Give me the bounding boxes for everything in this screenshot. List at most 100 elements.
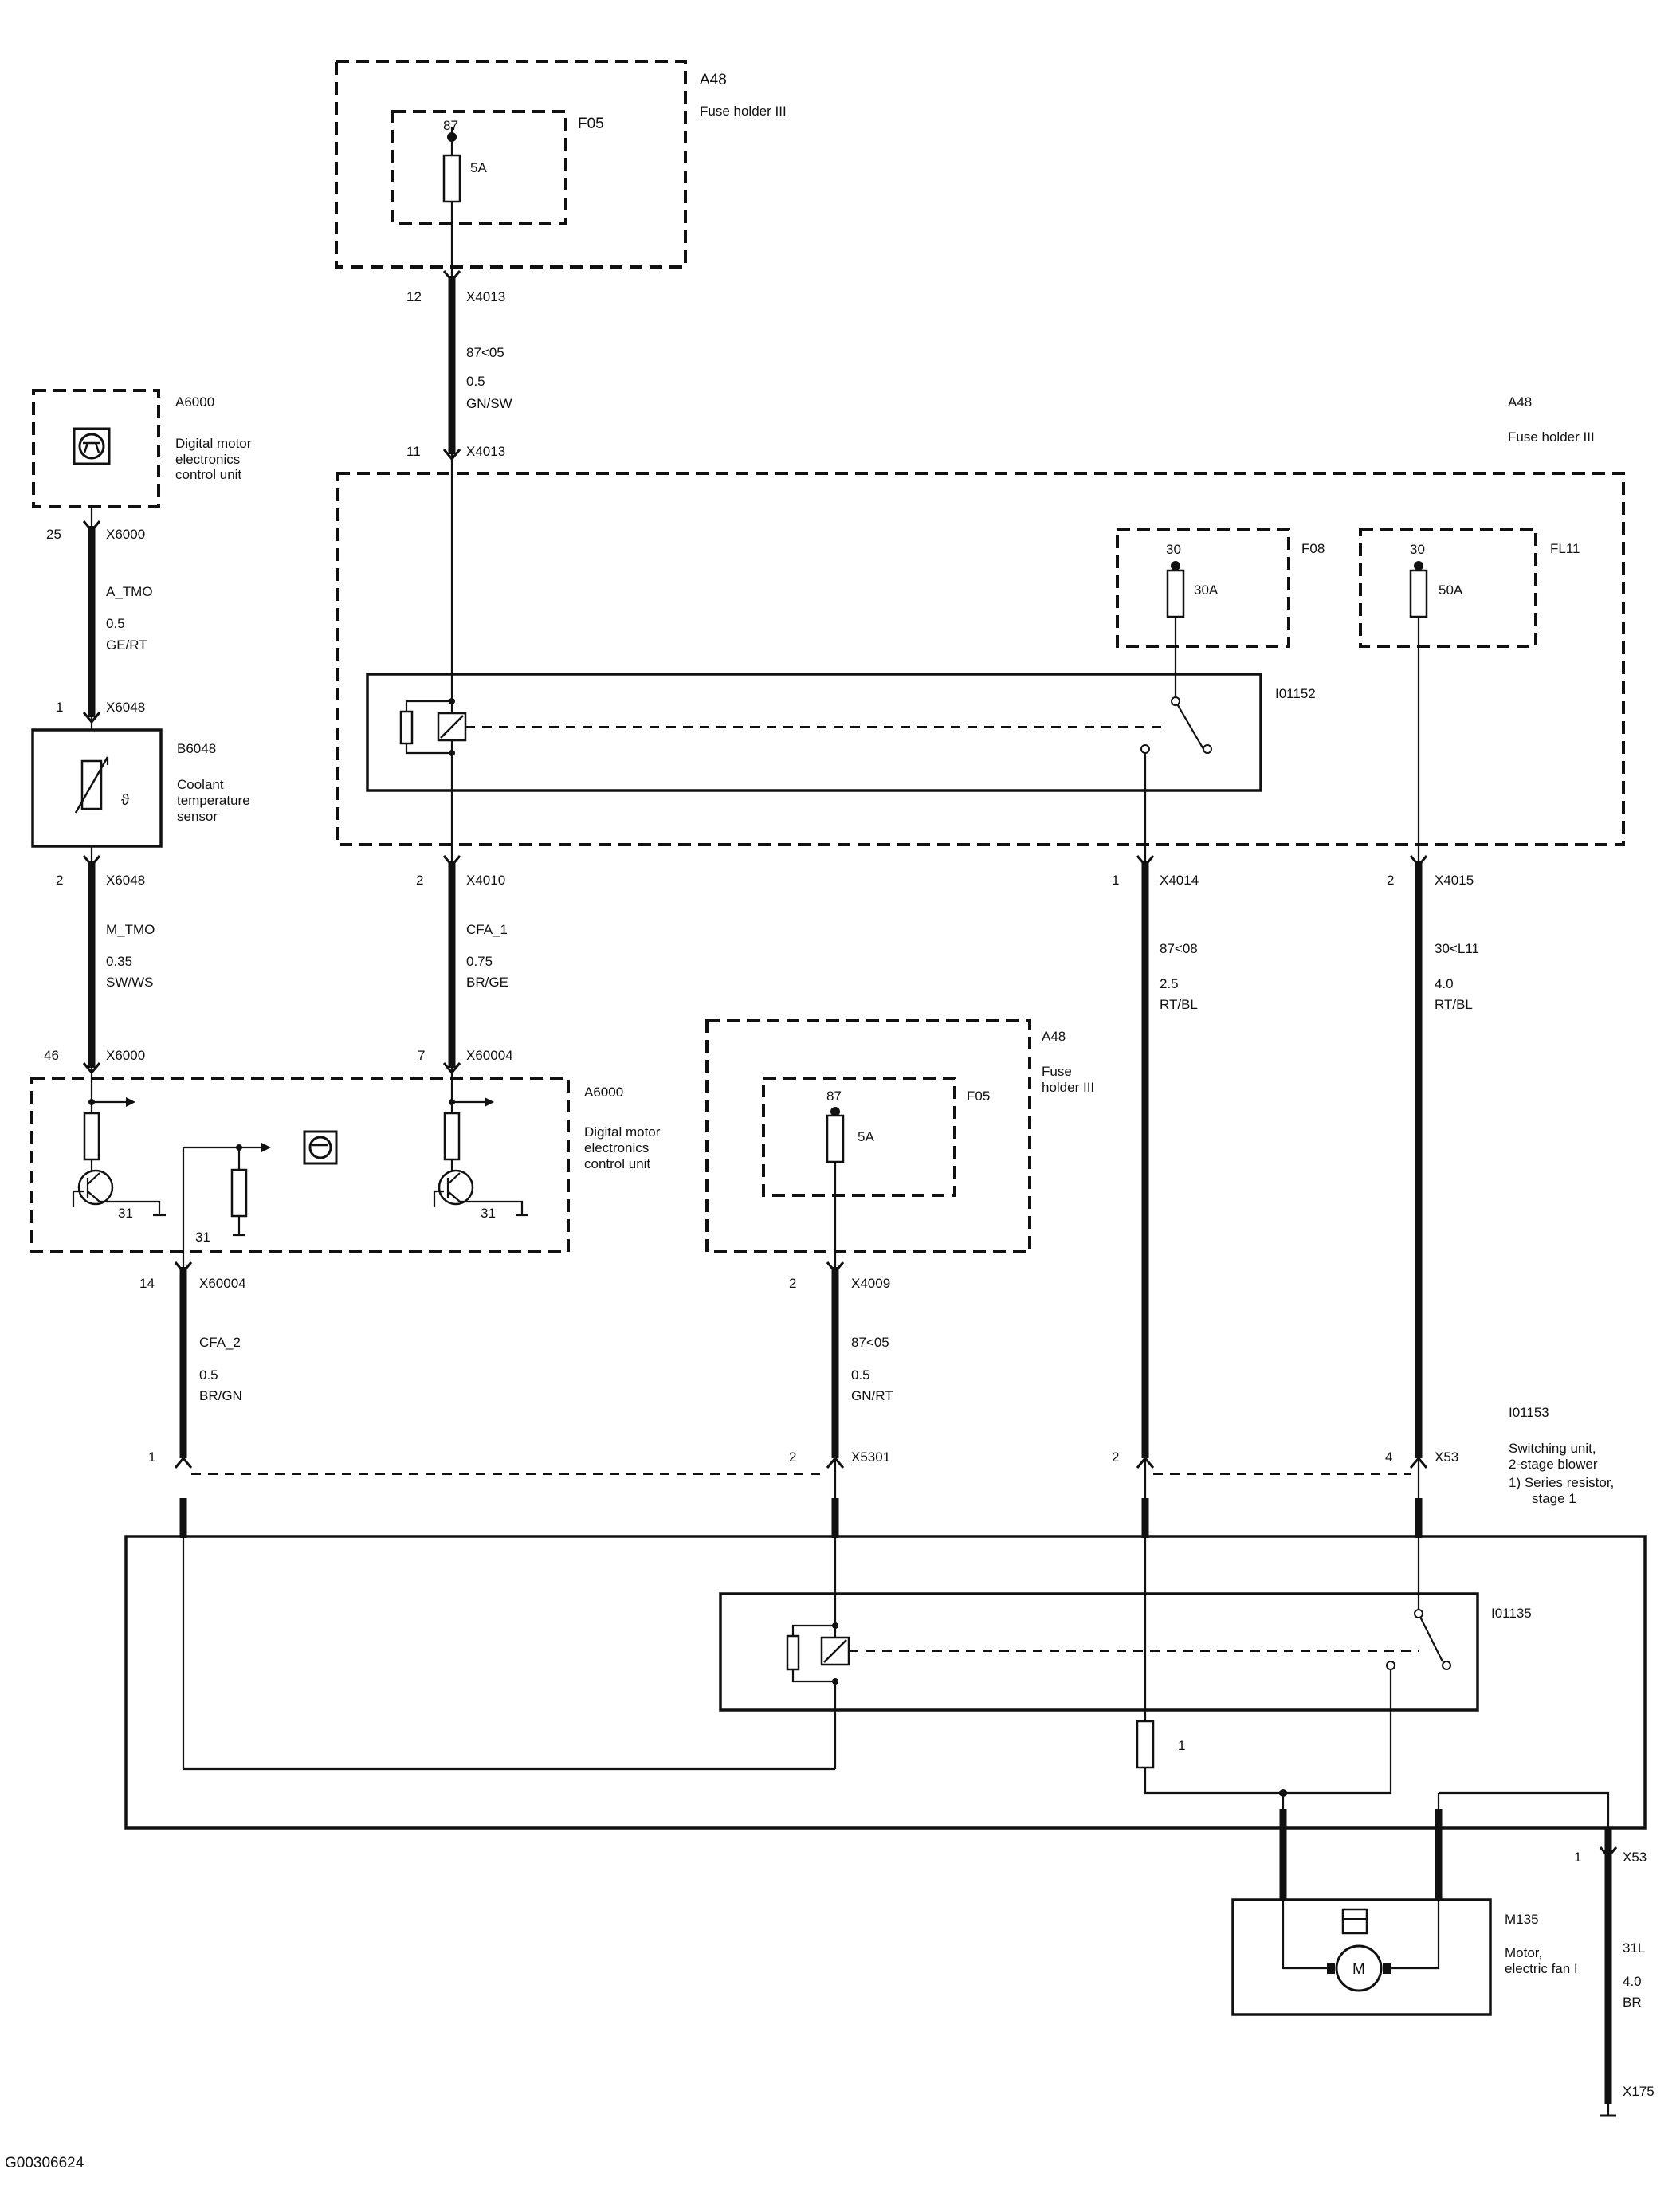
- x4009-pin: 2: [789, 1276, 796, 1291]
- figure-id: G00306624: [5, 2155, 84, 2171]
- w1-circuit: 87<05: [466, 345, 504, 360]
- relay-i01135-box: [719, 1592, 1479, 1712]
- m135-name-1: Motor,: [1505, 1945, 1542, 1960]
- connector-chevrons: [82, 270, 1618, 1859]
- w-cfa1-size: 0.75: [466, 954, 493, 969]
- a48-right-box: [336, 472, 1625, 846]
- wire-motor-inner: [1282, 1900, 1327, 1970]
- x53-bot-pin: 1: [1574, 1850, 1581, 1865]
- b6048-name-1: Coolant: [177, 777, 224, 792]
- x6000-top-pin: 25: [46, 527, 61, 542]
- a48-right-name: Fuse holder III: [1508, 430, 1595, 445]
- fuse-f08-terminal: [1171, 561, 1180, 571]
- x4015: X4015: [1435, 873, 1474, 888]
- fuse-f08: [1166, 569, 1185, 618]
- w-87-08-circuit: 87<08: [1160, 941, 1198, 956]
- f05-mid-rating: 5A: [858, 1129, 874, 1144]
- f05-top-pin: 87: [443, 118, 458, 133]
- series-resistor: [1136, 1720, 1155, 1769]
- x4010: X4010: [466, 873, 505, 888]
- a6000-mid-id: A6000: [584, 1085, 623, 1100]
- w-87-08-size: 2.5: [1160, 976, 1179, 991]
- svg-text:ϑ: ϑ: [121, 792, 130, 809]
- fuse-f05-top-terminal: [447, 132, 457, 142]
- w1-color: GN/SW: [466, 396, 512, 411]
- f08-rating: 30A: [1194, 583, 1219, 598]
- wire-motor-inner-b: [1391, 1900, 1440, 1970]
- coolant-sensor-symbol: ϑ: [74, 756, 130, 814]
- resistor-note: 1: [1178, 1738, 1185, 1753]
- a6000-top-box: [32, 389, 160, 508]
- w-30-l11-circuit: 30<L11: [1435, 941, 1479, 956]
- w-cfa1-circuit: CFA_1: [466, 922, 508, 937]
- gnd-31-b: 31: [195, 1230, 210, 1245]
- ecu-icon-top: [73, 427, 111, 465]
- w-31l-color: BR: [1623, 1995, 1642, 2010]
- a48-mid-name-1: Fuse: [1042, 1064, 1072, 1079]
- b6048-name-2: temperature: [177, 793, 250, 808]
- a48-mid-name-2: holder III: [1042, 1080, 1094, 1095]
- f08-box: [1116, 528, 1290, 648]
- a6000-top-name-1: Digital motor: [175, 436, 252, 451]
- junction-dot: [1279, 1789, 1287, 1797]
- a6000-mid-name-2: electronics: [584, 1140, 649, 1155]
- x6048-top-pin: 1: [56, 700, 63, 715]
- relay-i01135: [786, 1609, 1451, 1685]
- x6048-bot-pin: 2: [56, 873, 63, 888]
- i01153-note-2: stage 1: [1532, 1491, 1576, 1506]
- x6000-bot-pin: 46: [44, 1048, 59, 1063]
- w-31l-size: 4.0: [1623, 1974, 1642, 1989]
- w-mtmo-color: SW/WS: [106, 975, 154, 990]
- x60004-bot-pin: 14: [139, 1276, 155, 1291]
- wire-motor-right: [1439, 1791, 1610, 1828]
- x6048-top: X6048: [106, 700, 145, 715]
- x4013-top: X4013: [466, 289, 505, 304]
- x4013-bot: X4013: [466, 444, 505, 459]
- w-31l-circuit: 31L: [1623, 1940, 1645, 1956]
- w-87-05-b-size: 0.5: [851, 1367, 870, 1383]
- f05-mid-id: F05: [967, 1089, 990, 1104]
- w-30-l11-color: RT/BL: [1435, 997, 1473, 1012]
- a6000-top-name-2: electronics: [175, 452, 240, 467]
- a6000-top-id: A6000: [175, 394, 214, 410]
- x53-pin-2: 2: [1112, 1450, 1119, 1465]
- x5301-pin-2: 2: [789, 1450, 796, 1465]
- x6048-bot: X6048: [106, 873, 145, 888]
- i01153-name-1: Switching unit,: [1509, 1441, 1596, 1456]
- w-atmo-circuit: A_TMO: [106, 584, 153, 599]
- i01152-label: I01152: [1275, 686, 1316, 701]
- fuse-f05-top: [442, 154, 461, 203]
- a48-right-id: A48: [1508, 394, 1532, 410]
- w-87-05-b-color: GN/RT: [851, 1388, 893, 1403]
- i01153-id: I01153: [1509, 1405, 1549, 1420]
- b6048-box: [31, 728, 163, 848]
- fl11-box: [1359, 528, 1537, 648]
- motor-symbol: [1327, 1908, 1391, 1992]
- a6000-top-name-3: control unit: [175, 467, 241, 482]
- i01153-name-2: 2-stage blower: [1509, 1457, 1598, 1472]
- f08-pin: 30: [1166, 542, 1181, 557]
- fl11-pin: 30: [1410, 542, 1425, 557]
- x4013-bot-pin: 11: [406, 444, 421, 459]
- w-mtmo-circuit: M_TMO: [106, 922, 155, 937]
- x175-label: X175: [1623, 2084, 1654, 2099]
- x5301-pin-1: 1: [148, 1450, 155, 1465]
- x6000-bot: X6000: [106, 1048, 145, 1063]
- x60004-bot: X60004: [199, 1276, 246, 1291]
- ground-x175: [1600, 2104, 1616, 2117]
- w-cfa2-circuit: CFA_2: [199, 1335, 241, 1350]
- w-30-l11-size: 4.0: [1435, 976, 1454, 991]
- w-mtmo-size: 0.35: [106, 954, 132, 969]
- w1-size: 0.5: [466, 374, 485, 389]
- w-atmo-color: GE/RT: [106, 637, 147, 653]
- a6000-mid-name-3: control unit: [584, 1156, 650, 1171]
- x53-top: X53: [1435, 1450, 1458, 1465]
- gnd-31-a: 31: [118, 1206, 133, 1221]
- f08-id: F08: [1301, 541, 1325, 556]
- wire-resistor-path: [1144, 1665, 1392, 1795]
- fuse-f05-mid: [826, 1114, 845, 1163]
- relay-i01152-box: [366, 673, 1262, 792]
- a6000-mid-circuit: [72, 1097, 528, 1237]
- x4014-pin: 1: [1112, 873, 1119, 888]
- gnd-31-c: 31: [481, 1206, 496, 1221]
